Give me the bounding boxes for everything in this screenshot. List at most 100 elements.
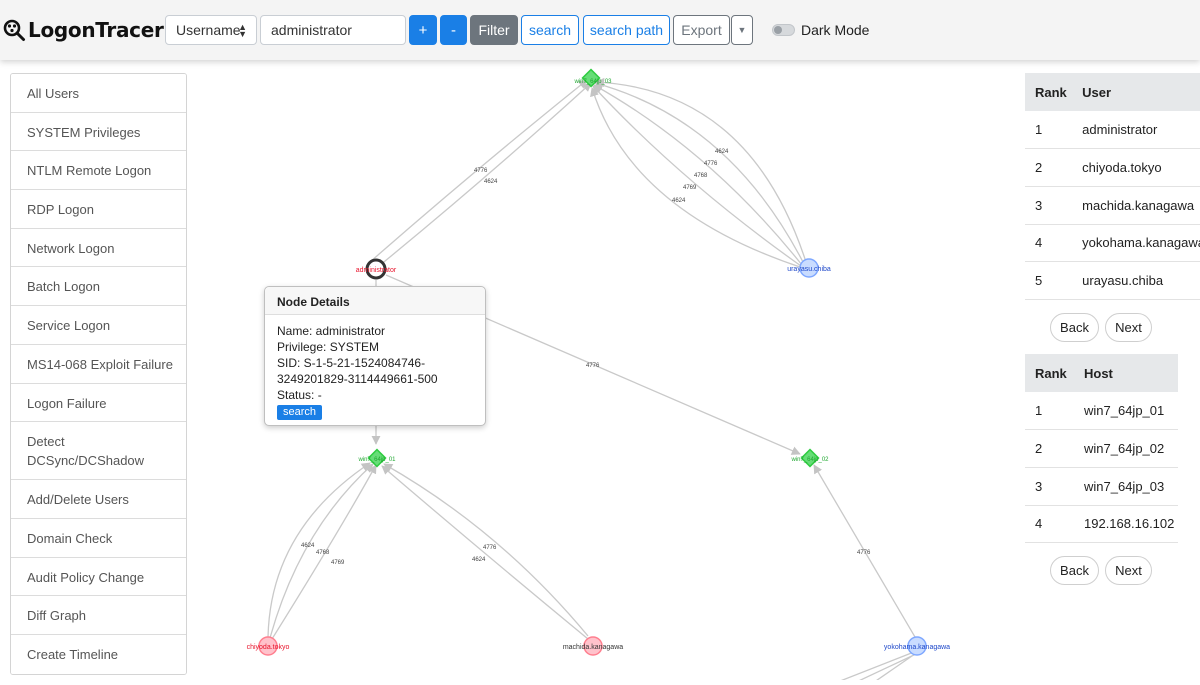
rank-header: Rank bbox=[1025, 73, 1083, 111]
node-label: machida.kanagawa bbox=[563, 644, 623, 651]
sidebar-item-add-delete-users[interactable]: Add/Delete Users bbox=[11, 480, 186, 519]
graph-edge bbox=[592, 85, 802, 267]
logon-graph-canvas[interactable]: 4776 4624 4624 4776 4768 4769 4624 4776 … bbox=[190, 60, 1020, 685]
user-node-machida-kanagawa[interactable]: machida.kanagawa bbox=[563, 636, 623, 656]
node-status-line: Status: - bbox=[277, 388, 322, 402]
sidebar-item-system-privileges[interactable]: SYSTEM Privileges bbox=[11, 112, 186, 152]
rank-header: Rank bbox=[1025, 354, 1084, 392]
host-cell[interactable]: 192.168.16.102 bbox=[1084, 505, 1178, 544]
next-label: Next bbox=[1115, 563, 1142, 578]
remove-search-field-button[interactable]: - bbox=[440, 15, 467, 45]
node-label: win7_64jp_02 bbox=[790, 457, 829, 463]
sidebar-item-label: Batch Logon bbox=[27, 279, 101, 295]
updown-caret-icon: ▲▼ bbox=[238, 22, 247, 39]
sidebar-item-batch-logon[interactable]: Batch Logon bbox=[11, 267, 186, 307]
sidebar-item-label: Diff Graph bbox=[27, 608, 87, 624]
graph-edge bbox=[271, 464, 377, 640]
user-node-administrator[interactable]: administrator bbox=[356, 258, 397, 280]
host-cell[interactable]: win7_64jp_02 bbox=[1084, 429, 1178, 468]
sidebar-item-label: MS14-068 Exploit Failure bbox=[27, 356, 173, 372]
edge-label: 4776 bbox=[857, 550, 871, 556]
sidebar-item-create-timeline[interactable]: Create Timeline bbox=[11, 634, 186, 674]
host-node-win7-02[interactable]: win7_64jp_02 bbox=[790, 448, 829, 468]
host-cell[interactable]: win7_64jp_01 bbox=[1084, 392, 1178, 431]
next-label: Next bbox=[1115, 320, 1142, 335]
user-cell[interactable]: machida.kanagawa bbox=[1082, 186, 1200, 225]
user-cell[interactable]: administrator bbox=[1082, 111, 1200, 150]
graph-edge bbox=[383, 463, 589, 637]
node-privilege-line: Privilege: SYSTEM bbox=[277, 340, 380, 354]
sidebar-item-rdp-logon[interactable]: RDP Logon bbox=[11, 190, 186, 229]
search-type-select[interactable]: Username ▲▼ bbox=[165, 15, 257, 45]
back-label: Back bbox=[1060, 563, 1089, 578]
sidebar-item-diff-graph[interactable]: Diff Graph bbox=[11, 596, 186, 635]
user-node-chiyoda-tokyo[interactable]: chiyoda.tokyo bbox=[247, 636, 290, 656]
app-title: LogonTracer bbox=[28, 18, 164, 42]
user-cell[interactable]: yokohama.kanagawa bbox=[1082, 224, 1200, 263]
host-rank-back-button[interactable]: Back bbox=[1050, 556, 1099, 585]
host-header: Host bbox=[1084, 354, 1178, 392]
sidebar-item-service-logon[interactable]: Service Logon bbox=[11, 306, 186, 345]
sidebar-item-ntlm-remote-logon[interactable]: NTLM Remote Logon bbox=[11, 151, 186, 191]
sidebar-item-audit-policy-change[interactable]: Audit Policy Change bbox=[11, 557, 186, 597]
graph-svg[interactable]: 4776 4624 4624 4776 4768 4769 4624 4776 … bbox=[190, 60, 1020, 685]
plus-label: + bbox=[418, 21, 428, 39]
edge-label: 4769 bbox=[331, 560, 345, 566]
edge-label: 4624 bbox=[715, 149, 729, 155]
search-input[interactable]: administrator bbox=[260, 15, 406, 45]
user-rank-back-button[interactable]: Back bbox=[1050, 313, 1099, 342]
rank-cell: 1 bbox=[1025, 392, 1084, 431]
sidebar-item-logon-failure[interactable]: Logon Failure bbox=[11, 383, 186, 423]
export-button[interactable]: Export bbox=[673, 15, 730, 45]
search-input-value: administrator bbox=[271, 22, 352, 38]
user-cell[interactable]: urayasu.chiba bbox=[1082, 261, 1200, 300]
sidebar-item-all-users[interactable]: All Users bbox=[11, 74, 186, 113]
host-node-win7-01[interactable]: win7_64jp_01 bbox=[357, 448, 396, 468]
host-rank-next-button[interactable]: Next bbox=[1105, 556, 1152, 585]
edge-label: 4776 bbox=[586, 363, 600, 369]
edge-label: 4624 bbox=[672, 198, 686, 204]
edge-label: 4768 bbox=[694, 173, 708, 179]
graph-edge bbox=[595, 77, 807, 263]
node-label: urayasu.chiba bbox=[787, 266, 831, 273]
sidebar-item-domain-check[interactable]: Domain Check bbox=[11, 518, 186, 558]
user-node-urayasu-chiba[interactable]: urayasu.chiba bbox=[787, 258, 831, 278]
sidebar-item-label: Detect DCSync/DCShadow bbox=[27, 434, 145, 469]
graph-edge bbox=[593, 84, 803, 266]
export-dropdown-toggle[interactable]: ▼ bbox=[731, 15, 753, 45]
sidebar-item-ms14-068[interactable]: MS14-068 Exploit Failure bbox=[11, 344, 186, 384]
add-search-field-button[interactable]: + bbox=[409, 15, 437, 45]
sidebar-item-label: Logon Failure bbox=[27, 395, 107, 411]
host-cell[interactable]: win7_64jp_03 bbox=[1084, 467, 1178, 506]
rank-cell: 5 bbox=[1025, 261, 1083, 300]
node-search-button[interactable]: search bbox=[277, 405, 323, 420]
user-rank-next-button[interactable]: Next bbox=[1105, 313, 1152, 342]
dark-mode-toggle[interactable] bbox=[772, 24, 795, 36]
magnifier-logo-icon bbox=[3, 19, 25, 41]
back-label: Back bbox=[1060, 320, 1089, 335]
search-path-button[interactable]: search path bbox=[583, 15, 670, 45]
table-header-row: Rank Host bbox=[1025, 354, 1178, 392]
graph-edge bbox=[267, 462, 371, 639]
node-name-line: Name: administrator bbox=[277, 324, 386, 338]
graph-edge bbox=[594, 80, 805, 265]
sidebar-item-network-logon[interactable]: Network Logon bbox=[11, 228, 186, 268]
export-label: Export bbox=[681, 22, 722, 38]
sidebar-item-dcsync[interactable]: Detect DCSync/DCShadow bbox=[11, 422, 186, 481]
filter-button[interactable]: Filter bbox=[470, 15, 518, 45]
sidebar-item-label: RDP Logon bbox=[27, 202, 94, 218]
graph-edge bbox=[378, 82, 592, 267]
user-node-yokohama-kanagawa[interactable]: yokohama.kanagawa bbox=[884, 636, 950, 656]
host-node-win7-03[interactable]: win7_64jp_03 bbox=[573, 68, 612, 88]
user-cell[interactable]: chiyoda.tokyo bbox=[1082, 148, 1200, 187]
search-button[interactable]: search bbox=[521, 15, 579, 45]
